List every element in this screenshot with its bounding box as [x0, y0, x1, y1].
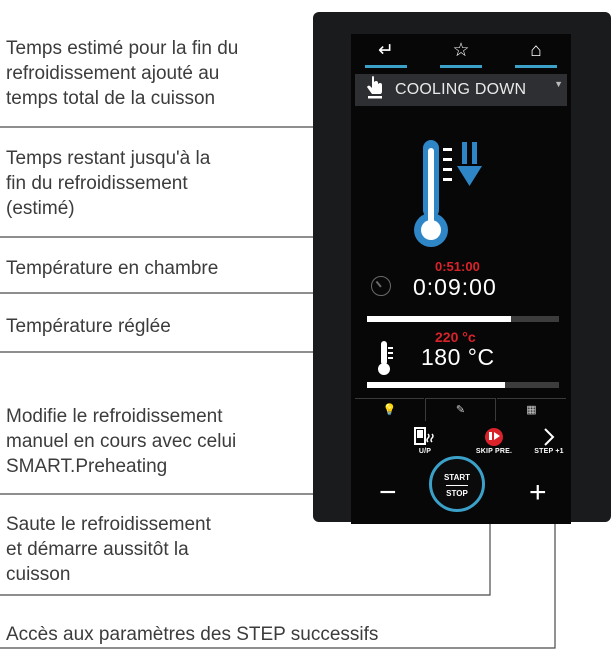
mode-title: COOLING DOWN: [395, 81, 527, 98]
remaining-time: 0:09:00: [413, 274, 497, 300]
nav-bar: ↵ ☆ ⌂: [351, 34, 571, 70]
home-icon: ⌂: [530, 40, 542, 61]
preheat-mode-label: U/P: [418, 448, 432, 455]
skip-preheat-label: SKIP PRE.: [475, 448, 513, 455]
cooling-thermometer-icon: [414, 140, 482, 247]
callout-skip-preheat: Saute le refroidissement et démarre auss…: [6, 514, 211, 585]
star-icon: ☆: [452, 40, 470, 61]
skip-preheat-button[interactable]: SKIP PRE.: [473, 426, 515, 455]
stop-label: STOP: [446, 489, 468, 498]
tab-light[interactable]: 💡: [355, 398, 424, 421]
wifi-indicator-icon: ▼: [554, 79, 563, 89]
skip-preheat-icon: [473, 426, 515, 448]
chevron-right-icon: [531, 426, 567, 448]
thermometer-icon: [378, 341, 393, 375]
estimated-total-time: 0:51:00: [435, 259, 480, 274]
next-step-button[interactable]: STEP +1: [531, 426, 567, 455]
callout-smart-preheating: Modifie le refroidissement manuel en cou…: [6, 406, 237, 477]
oven-settings-icon: ▦: [526, 404, 537, 416]
back-icon: ↵: [378, 40, 394, 61]
chamber-temperature: 220 °c: [435, 329, 476, 345]
mode-header[interactable]: COOLING DOWN ▼: [355, 74, 567, 106]
callout-estimated-total-time: Temps estimé pour la fin du refroidissem…: [6, 38, 239, 109]
time-progress-bar: [367, 316, 559, 322]
home-button[interactable]: ⌂: [509, 38, 563, 68]
hand-pointer-icon: [365, 74, 385, 112]
core-probe-icon: ✎: [455, 404, 466, 416]
preheat-mode-button[interactable]: U/P: [407, 426, 443, 455]
tab-probe[interactable]: ✎: [425, 398, 496, 421]
start-stop-button[interactable]: START STOP: [429, 456, 485, 512]
favorites-button[interactable]: ☆: [434, 38, 488, 68]
clock-icon: [371, 276, 391, 296]
callout-set-temperature: Température réglée: [6, 316, 171, 337]
callout-remaining-time: Temps restant jusqu'à la fin du refroidi…: [6, 148, 211, 219]
next-step-label: STEP +1: [534, 448, 564, 455]
temperature-progress-bar: [367, 382, 559, 388]
increase-button[interactable]: +: [529, 476, 547, 509]
lightbulb-icon: 💡: [382, 404, 397, 416]
function-tabs: 💡 ✎ ▦: [355, 398, 567, 421]
preheat-icon: [407, 426, 443, 448]
callout-chamber-temperature: Température en chambre: [6, 258, 219, 279]
set-temperature[interactable]: 180 °C: [421, 344, 495, 370]
back-button[interactable]: ↵: [359, 38, 413, 68]
decrease-button[interactable]: −: [379, 476, 397, 509]
start-label: START: [443, 473, 471, 482]
oven-screen: ↵ ☆ ⌂ COOLING DOWN ▼: [351, 34, 571, 524]
callout-next-step: Accès aux paramètres des STEP successifs: [6, 624, 379, 645]
tab-settings[interactable]: ▦: [497, 398, 566, 421]
